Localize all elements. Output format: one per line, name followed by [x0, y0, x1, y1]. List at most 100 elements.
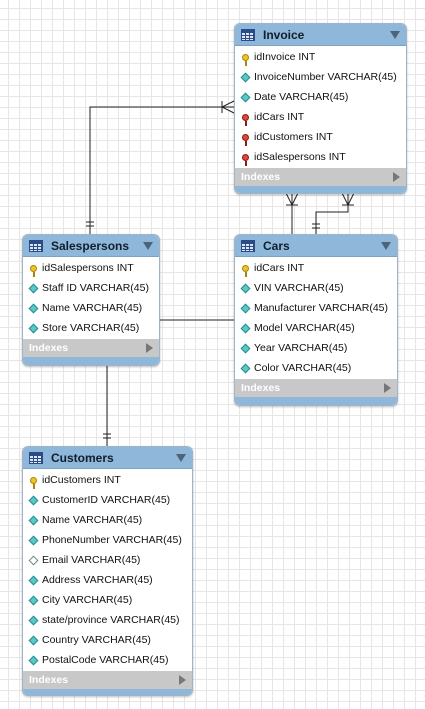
- entity-invoice[interactable]: Invoice idInvoice INT InvoiceNumber VARC…: [234, 23, 407, 194]
- foreign-key-icon: [239, 111, 251, 126]
- column-label: Name VARCHAR(45): [42, 514, 143, 526]
- column-label: Email VARCHAR(45): [42, 554, 141, 566]
- column-label: Color VARCHAR(45): [254, 362, 352, 374]
- column-label: idSalespersons INT: [42, 262, 134, 274]
- column-row[interactable]: Staff ID VARCHAR(45): [23, 278, 159, 298]
- column-row[interactable]: Date VARCHAR(45): [235, 87, 406, 107]
- entity-footer: [235, 186, 406, 193]
- one-marker-salespersons-top: [86, 221, 94, 227]
- column-label: Store VARCHAR(45): [42, 322, 140, 334]
- column-label: PostalCode VARCHAR(45): [42, 654, 169, 666]
- column-row[interactable]: VIN VARCHAR(45): [235, 278, 397, 298]
- column-list: idCustomers INT CustomerID VARCHAR(45) N…: [23, 469, 192, 671]
- relationship-salespersons-invoice: [89, 106, 234, 235]
- column-row[interactable]: idCustomers INT: [235, 127, 406, 147]
- column-row[interactable]: Store VARCHAR(45): [23, 318, 159, 338]
- column-icon: [27, 514, 39, 526]
- column-label: idSalespersons INT: [254, 151, 346, 163]
- entity-cars[interactable]: Cars idCars INT VIN VARCHAR(45) Manufact…: [234, 234, 398, 406]
- table-icon: [29, 239, 43, 252]
- column-row[interactable]: InvoiceNumber VARCHAR(45): [235, 67, 406, 87]
- column-row[interactable]: Name VARCHAR(45): [23, 298, 159, 318]
- indexes-section-header[interactable]: Indexes: [235, 379, 397, 397]
- indexes-section-header[interactable]: Indexes: [23, 339, 159, 357]
- expand-indexes-icon[interactable]: [179, 675, 186, 685]
- column-icon: [27, 634, 39, 646]
- column-icon: [27, 654, 39, 666]
- expand-indexes-icon[interactable]: [384, 383, 391, 393]
- column-label: Name VARCHAR(45): [42, 302, 143, 314]
- many-crowfoot-invoice-bottom-b: [341, 192, 355, 207]
- column-list: idSalespersons INT Staff ID VARCHAR(45) …: [23, 257, 159, 339]
- table-icon: [241, 28, 255, 41]
- column-row[interactable]: Country VARCHAR(45): [23, 630, 192, 650]
- entity-customers[interactable]: Customers idCustomers INT CustomerID VAR…: [22, 446, 193, 696]
- column-row[interactable]: idSalespersons INT: [23, 258, 159, 278]
- entity-header[interactable]: Customers: [23, 447, 192, 469]
- column-icon: [27, 302, 39, 314]
- column-row[interactable]: Email VARCHAR(45): [23, 550, 192, 570]
- collapse-toggle-icon[interactable]: [143, 241, 153, 250]
- entity-salespersons[interactable]: Salespersons idSalespersons INT Staff ID…: [22, 234, 160, 366]
- column-icon: [239, 362, 251, 374]
- column-icon: [239, 342, 251, 354]
- one-marker-cars-top: [312, 223, 320, 229]
- column-row[interactable]: PhoneNumber VARCHAR(45): [23, 530, 192, 550]
- column-list: idCars INT VIN VARCHAR(45) Manufacturer …: [235, 257, 397, 379]
- primary-key-icon: [239, 51, 251, 66]
- column-row[interactable]: idCars INT: [235, 258, 397, 278]
- column-row[interactable]: CustomerID VARCHAR(45): [23, 490, 192, 510]
- column-row[interactable]: Address VARCHAR(45): [23, 570, 192, 590]
- entity-header[interactable]: Invoice: [235, 24, 406, 46]
- column-row[interactable]: Manufacturer VARCHAR(45): [235, 298, 397, 318]
- column-row[interactable]: idCars INT: [235, 107, 406, 127]
- column-label: idCustomers INT: [42, 474, 121, 486]
- collapse-toggle-icon[interactable]: [381, 241, 391, 250]
- entity-footer: [23, 689, 192, 695]
- indexes-section-header[interactable]: Indexes: [235, 168, 406, 186]
- column-label: idCars INT: [254, 111, 305, 123]
- entity-footer: [235, 397, 397, 405]
- column-row[interactable]: Model VARCHAR(45): [235, 318, 397, 338]
- column-icon: [27, 614, 39, 626]
- indexes-label: Indexes: [241, 382, 281, 394]
- column-row[interactable]: Name VARCHAR(45): [23, 510, 192, 530]
- primary-key-icon: [27, 474, 39, 489]
- column-row[interactable]: Color VARCHAR(45): [235, 358, 397, 378]
- expand-indexes-icon[interactable]: [146, 343, 153, 353]
- collapse-toggle-icon[interactable]: [176, 453, 186, 462]
- column-label: Year VARCHAR(45): [254, 342, 348, 354]
- primary-key-icon: [239, 262, 251, 277]
- column-icon: [27, 594, 39, 606]
- indexes-section-header[interactable]: Indexes: [23, 671, 192, 689]
- table-icon: [29, 451, 43, 464]
- column-row[interactable]: idCustomers INT: [23, 470, 192, 490]
- one-marker-customers-top: [103, 433, 111, 439]
- column-row[interactable]: Year VARCHAR(45): [235, 338, 397, 358]
- column-row[interactable]: idInvoice INT: [235, 47, 406, 67]
- expand-indexes-icon[interactable]: [393, 172, 400, 182]
- collapse-toggle-icon[interactable]: [390, 30, 400, 39]
- column-label: Staff ID VARCHAR(45): [42, 282, 149, 294]
- many-crowfoot-invoice-bottom-a: [285, 192, 299, 207]
- column-row[interactable]: PostalCode VARCHAR(45): [23, 650, 192, 670]
- entity-title: Customers: [51, 450, 114, 465]
- relationship-cars-invoice-b: [315, 193, 349, 235]
- column-row[interactable]: idSalespersons INT: [235, 147, 406, 167]
- column-icon: [27, 534, 39, 546]
- column-icon: [27, 574, 39, 586]
- column-label: CustomerID VARCHAR(45): [42, 494, 171, 506]
- column-label: Model VARCHAR(45): [254, 322, 355, 334]
- column-label: state/province VARCHAR(45): [42, 614, 180, 626]
- foreign-key-icon: [239, 151, 251, 166]
- entity-title: Salespersons: [51, 238, 130, 253]
- entity-header[interactable]: Cars: [235, 235, 397, 257]
- column-icon: [239, 91, 251, 103]
- column-row[interactable]: City VARCHAR(45): [23, 590, 192, 610]
- column-label: VIN VARCHAR(45): [254, 282, 344, 294]
- column-label: idCars INT: [254, 262, 305, 274]
- entity-header[interactable]: Salespersons: [23, 235, 159, 257]
- entity-title: Cars: [263, 238, 290, 253]
- column-row[interactable]: state/province VARCHAR(45): [23, 610, 192, 630]
